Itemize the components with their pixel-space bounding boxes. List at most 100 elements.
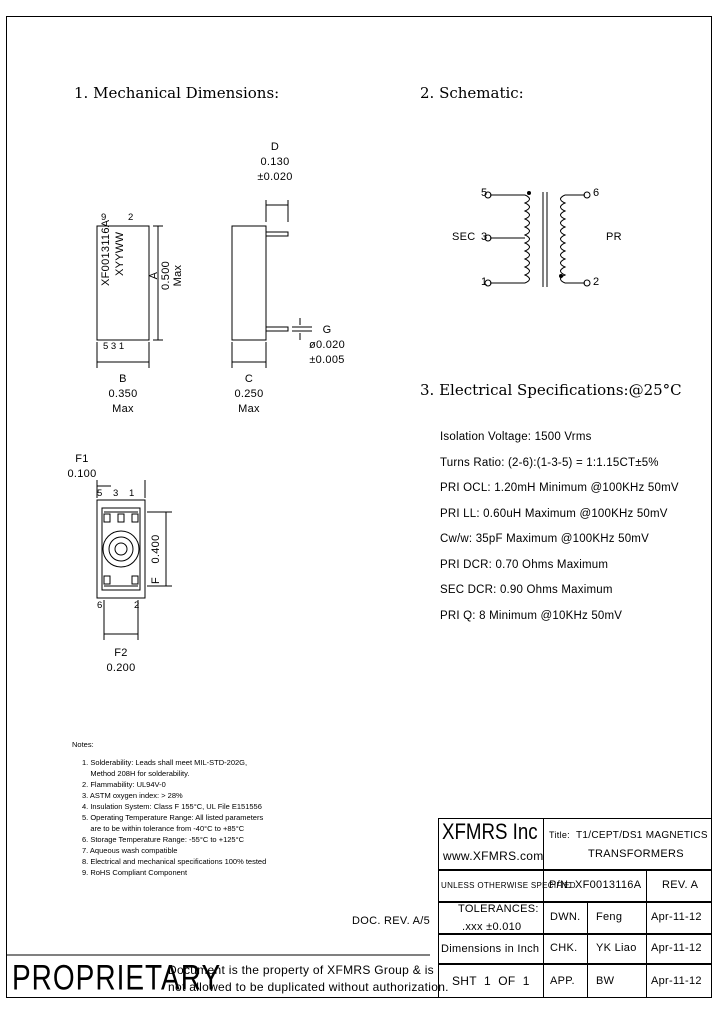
dim-c-value: 0.250 xyxy=(234,388,264,400)
schematic-heading: 2. Schematic: xyxy=(420,84,524,102)
dim-f1: F1 0.100 xyxy=(62,452,102,482)
spec-pri-q: PRI Q: 8 Minimum @10KHz 50mV xyxy=(440,609,623,622)
dim-f2-label: F2 xyxy=(114,647,128,659)
mechanical-heading: 1. Mechanical Dimensions: xyxy=(74,84,280,102)
dim-d-label: D xyxy=(270,141,280,153)
dimensions-units: Dimensions in Inch xyxy=(441,943,540,955)
checked-name: YK Liao xyxy=(596,942,637,954)
sch-pri-label: PR xyxy=(606,231,622,243)
spec-cww: Cw/w: 35pF Maximum @100KHz 50mV xyxy=(440,533,649,545)
tolerance-value: .xxx ±0.010 xyxy=(462,921,522,933)
spec-pri-ll: PRI LL: 0.60uH Maximum @100KHz 50mV xyxy=(440,507,668,520)
fp-pin-5: 5 xyxy=(97,488,103,499)
company-website: www.XFMRS.com xyxy=(443,849,544,863)
notes-title: Notes: xyxy=(72,740,94,749)
pin-2-label: 2 xyxy=(128,212,134,223)
proprietary-line-1: Document is the property of XFMRS Group … xyxy=(168,963,434,977)
spec-isolation: Isolation Voltage: 1500 Vrms xyxy=(440,431,592,443)
unless-specified: UNLESS OTHERWISE SPECIFIED xyxy=(441,881,576,890)
pin-9-label: 9 xyxy=(101,212,107,223)
dim-f1-label: F1 xyxy=(75,453,89,465)
drawn-date: Apr-11-12 xyxy=(651,911,702,923)
dim-f2-value: 0.200 xyxy=(106,662,136,674)
spec-pri-dcr: PRI DCR: 0.70 Ohms Maximum xyxy=(440,558,609,571)
approved-label: APP. xyxy=(550,975,575,987)
note-item: Method 208H for solderability. xyxy=(82,769,190,778)
spec-sec-dcr: SEC DCR: 0.90 Ohms Maximum xyxy=(440,584,613,596)
electrical-spec-list: Isolation Voltage: 1500 Vrms Turns Ratio… xyxy=(440,425,679,629)
note-item: 5. Operating Temperature Range: All list… xyxy=(82,813,264,822)
notes-list: 1. Solderability: Leads shall meet MIL-S… xyxy=(82,757,266,878)
title-line-1: T1/CEPT/DS1 MAGNETICS xyxy=(576,830,708,841)
part-number-marking: XF0013116A xyxy=(100,219,112,286)
spec-pri-ocl: PRI OCL: 1.20mH Minimum @100KHz 50mV xyxy=(440,482,679,494)
dim-b-label: B xyxy=(119,373,127,385)
title-line-2: TRANSFORMERS xyxy=(588,848,684,860)
bottom-pins-label: 5 3 1 xyxy=(103,341,125,352)
spec-turns-ratio: Turns Ratio: (2-6):(1-3-5) = 1:1.15CT±5% xyxy=(440,456,659,469)
note-item: are to be within tolerance from -40°C to… xyxy=(82,824,245,833)
note-item: 4. Insulation System: Class F 155°C, UL … xyxy=(82,802,262,811)
electrical-heading: 3. Electrical Specifications:@25°C xyxy=(420,381,682,399)
tolerances-label: TOLERANCES: xyxy=(458,903,539,915)
drawn-name: Feng xyxy=(596,911,623,923)
fp-pin-1: 1 xyxy=(129,488,135,499)
top-view-body xyxy=(96,225,150,341)
note-item: 7. Aqueous wash compatible xyxy=(82,846,178,855)
revision: REV. A xyxy=(662,879,699,891)
note-item: 3. ASTM oxygen index: > 28% xyxy=(82,791,183,800)
sch-pin-5: 5 xyxy=(481,187,488,199)
dim-g: G ø0.020 ±0.005 xyxy=(302,323,352,368)
primary-coil xyxy=(560,194,567,284)
sch-pin-2: 2 xyxy=(593,276,600,288)
note-item: 1. Solderability: Leads shall meet MIL-S… xyxy=(82,758,248,767)
dim-b-value: 0.350 xyxy=(108,388,138,400)
checked-date: Apr-11-12 xyxy=(651,942,702,954)
dim-c-label: C xyxy=(244,373,254,385)
footprint-body xyxy=(96,499,146,599)
dim-g-tol: ±0.005 xyxy=(309,354,345,366)
note-item: 9. RoHS Compliant Component xyxy=(82,868,188,877)
dim-d-value: 0.130 xyxy=(260,156,290,168)
side-view-body xyxy=(231,225,267,341)
part-number: P/N: XF0013116A xyxy=(549,879,642,891)
dim-d: D 0.130 ±0.020 xyxy=(250,140,300,185)
company-name: XFMRS Inc xyxy=(442,819,538,844)
secondary-coil xyxy=(523,194,530,284)
dim-a-note: Max xyxy=(172,264,184,287)
title-label: Title: xyxy=(549,830,570,840)
dim-f-value: 0.400 xyxy=(150,534,162,564)
sch-sec-label: SEC xyxy=(452,231,476,243)
fp-pin-2: 2 xyxy=(134,600,140,611)
fp-pin-3: 3 xyxy=(113,488,119,499)
dim-a-value: 0.500 xyxy=(160,260,172,290)
dim-f2: F2 0.200 xyxy=(100,646,142,676)
dim-g-label: G xyxy=(322,324,332,336)
checked-label: CHK. xyxy=(550,942,578,954)
dim-d-tol: ±0.020 xyxy=(257,171,293,183)
proprietary-stamp: PROPRIETARY xyxy=(12,958,222,997)
drawing-frame xyxy=(6,16,712,998)
dim-a-label: A xyxy=(148,271,160,280)
note-item: 6. Storage Temperature Range: -55°C to +… xyxy=(82,835,244,844)
doc-rev: DOC. REV. A/5 xyxy=(352,915,431,927)
dim-a: A 0.500 Max xyxy=(148,261,184,290)
dim-f-label: F xyxy=(150,576,162,584)
dim-f1-value: 0.100 xyxy=(67,468,97,480)
dim-b: B 0.350 Max xyxy=(98,372,148,417)
note-item: 2. Flammability: UL94V-0 xyxy=(82,780,166,789)
sch-pin-1: 1 xyxy=(481,276,488,288)
sch-pin-3: 3 xyxy=(481,231,488,243)
sch-pin-6: 6 xyxy=(593,187,600,199)
drawn-label: DWN. xyxy=(550,911,581,923)
approved-date: Apr-11-12 xyxy=(651,975,702,987)
proprietary-line-2: not allowed to be duplicated without aut… xyxy=(168,980,449,994)
dim-c: C 0.250 Max xyxy=(224,372,274,417)
date-code-marking: XYYWW xyxy=(114,231,126,276)
approved-name: BW xyxy=(596,975,615,987)
dim-f: F 0.400 xyxy=(150,535,162,585)
sheet-number: SHT 1 OF 1 xyxy=(452,974,530,988)
dim-c-note: Max xyxy=(238,403,260,415)
dim-b-note: Max xyxy=(112,403,134,415)
